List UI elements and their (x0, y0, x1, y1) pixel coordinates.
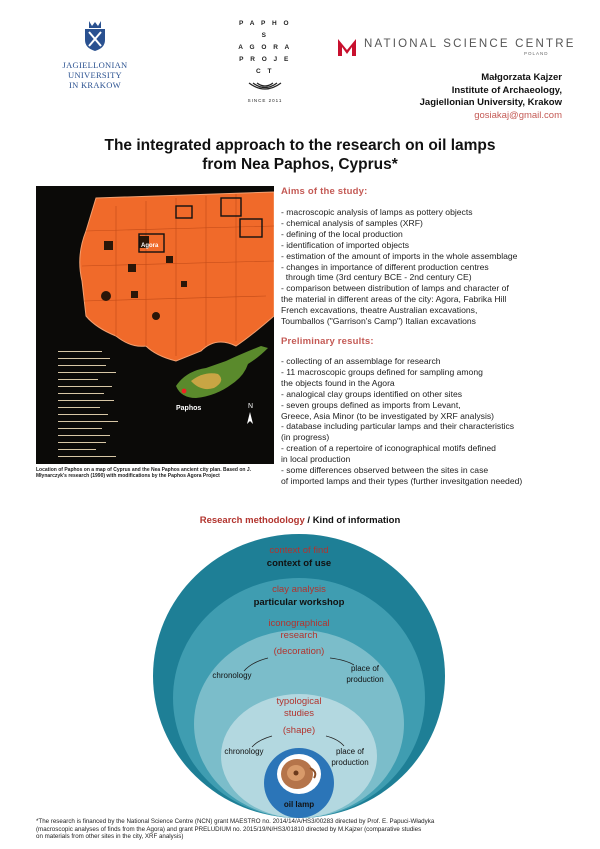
r3-method-3: (decoration) (274, 646, 325, 657)
footnote: *The research is financed by the Nationa… (36, 818, 576, 841)
aims-line: - defining of the local production (281, 228, 403, 239)
prelim-line: - analogical clay groups identified on o… (281, 388, 463, 399)
r2-method: clay analysis (272, 584, 326, 595)
logo-word-project: P R O J E C T (239, 56, 291, 75)
prelim-line: Greece, Asia Minor (to be investigated b… (281, 410, 495, 421)
aims-heading: Aims of the study: (281, 186, 368, 197)
author-block: Małgorzata Kajzer Institute of Archaeolo… (420, 72, 562, 122)
footnote-line1: *The research is financed by the Nationa… (36, 818, 435, 825)
ncn-mark-icon (338, 39, 356, 56)
logo-word-agora: A G O R A (238, 44, 292, 51)
author-institute: Institute of Archaeology, (451, 84, 562, 96)
core-label: oil lamp (284, 800, 314, 809)
r3-method-2: research (281, 630, 318, 641)
north-arrow-icon (247, 412, 253, 424)
ncn-name: NATIONAL SCIENCE CENTRE (364, 38, 576, 50)
r3-method-1: iconographical (268, 618, 329, 629)
methodology-heading: Research methodology / Kind of informati… (0, 515, 600, 526)
oil-lamp-image (277, 754, 321, 794)
aims-line: - estimation of the amount of imports in… (281, 250, 518, 261)
map-label-agora: Agora (141, 243, 159, 249)
prelim-line: - creation of a repertoire of iconograph… (281, 443, 496, 454)
arrow-left-icon (243, 657, 269, 672)
prelim-line: (in progress) (281, 432, 330, 443)
nea-paphos-plan-image: Agora Paphos N (36, 186, 274, 464)
aims-line: - comparison between distribution of lam… (281, 283, 509, 294)
r4-left: chronology (224, 747, 263, 756)
arc-lines-icon (248, 82, 282, 90)
r3-right-2: production (346, 675, 383, 684)
logo-word-paphos: P A P H O S (238, 20, 292, 39)
r4-right-2: production (331, 758, 368, 767)
author-email[interactable]: gosiakaj@gmail.com (474, 109, 562, 121)
arrow-right-icon (329, 657, 355, 666)
title-line2: from Nea Paphos, Cyprus* (202, 156, 398, 173)
r2-info: particular workshop (254, 597, 345, 608)
preliminary-list: - collecting of an assemblage for resear… (281, 356, 571, 487)
r4-right-1: place of (336, 747, 365, 756)
map-caption: Location of Paphos on a map of Cyprus an… (36, 467, 252, 480)
r1-info: context of use (267, 558, 331, 569)
prelim-line: - 11 macroscopic groups defined for samp… (281, 366, 483, 377)
prelim-line: of imported lamps and their types (furth… (281, 475, 523, 486)
poster-title: The integrated approach to the research … (40, 136, 560, 174)
title-line1: The integrated approach to the research … (104, 137, 496, 154)
methodology-heading-separator: / (304, 515, 313, 526)
methodology-heading-black: Kind of information (312, 515, 401, 526)
prelim-line: - seven groups defined as imports from L… (281, 399, 461, 410)
ncn-country: POLAND (524, 51, 549, 56)
prelim-line: the objects found in the Agora (281, 377, 395, 388)
arrow-right-icon (325, 735, 345, 747)
r3-right-1: place of (351, 664, 380, 673)
r4-method-2: studies (284, 708, 314, 719)
preliminary-heading: Preliminary results: (281, 336, 374, 347)
paphos-agora-project-logo: P A P H O S A G O R A P R O J E C T SINC… (236, 18, 294, 103)
prelim-line: - database including particular lamps an… (281, 421, 515, 432)
methodology-diagram: context of find context of use clay anal… (153, 534, 445, 818)
map-label-paphos: Paphos (176, 405, 201, 412)
aims-line: the material in different areas of the c… (281, 294, 507, 305)
aims-line: through time (3rd century BCE - 2nd cent… (281, 272, 472, 283)
jagiellonian-name-line2: IN KRAKOW (68, 80, 122, 90)
university-crest-icon (85, 21, 105, 51)
r4-method-3: (shape) (283, 725, 315, 736)
national-science-centre-logo: NATIONAL SCIENCE CENTRE POLAND (336, 36, 576, 62)
r1-method: context of find (269, 545, 328, 556)
aims-line: - changes in importance of different pro… (281, 261, 489, 272)
jagiellonian-university-logo: JAGIELLONIAN UNIVERSITY IN KRAKOW (40, 18, 150, 90)
prelim-line: in local production (281, 454, 351, 465)
map-north: N (248, 403, 253, 410)
footnote-line3: on materials from other sites in the cit… (36, 833, 184, 841)
logo-since: SINCE 2011 (247, 98, 283, 103)
prelim-line: - some differences observed between the … (281, 465, 489, 476)
aims-line: French excavations, theatre Australian e… (281, 305, 478, 316)
aims-line: - chemical analysis of samples (XRF) (281, 217, 423, 228)
arrow-left-icon (251, 735, 273, 748)
prelim-line: - collecting of an assemblage for resear… (281, 356, 441, 366)
author-university: Jagiellonian University, Krakow (419, 97, 562, 108)
city-plan-map: Agora Paphos N (36, 186, 274, 464)
methodology-heading-red: Research methodology (199, 515, 305, 526)
r4-method-1: typological (277, 696, 322, 707)
aims-list: - macroscopic analysis of lamps as potte… (281, 207, 571, 327)
r3-left: chronology (212, 671, 251, 680)
footnote-line2: (macroscopic analyses of finds from the … (36, 825, 422, 833)
aims-line: - macroscopic analysis of lamps as potte… (281, 207, 473, 217)
author-name: Małgorzata Kajzer (481, 72, 562, 83)
jagiellonian-name-line1: JAGIELLONIAN UNIVERSITY (62, 60, 128, 80)
aims-line: - identification of imported objects (281, 239, 410, 250)
aims-line: Toumballos ("Garrison's Camp") Italian e… (281, 316, 476, 327)
